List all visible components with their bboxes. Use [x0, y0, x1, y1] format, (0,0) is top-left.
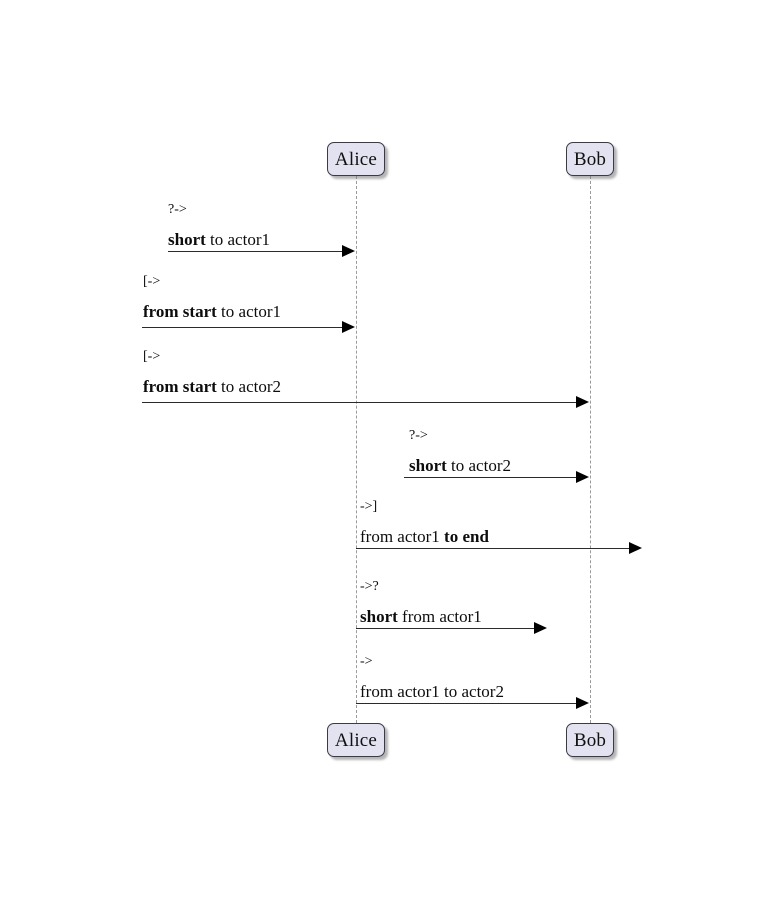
message-arrow-head	[342, 245, 355, 257]
participant-actor2-top[interactable]: Bob	[566, 142, 614, 176]
message-arrow-head	[576, 697, 589, 709]
participant-actor2-bottom[interactable]: Bob	[566, 723, 614, 757]
participant-label: Bob	[573, 148, 607, 170]
message-text-bold: short	[409, 456, 447, 475]
message-text-plain: to actor2	[216, 377, 281, 396]
message-text-plain: to actor1	[205, 230, 270, 249]
message-arrow-head	[576, 396, 589, 408]
message-kind-label: ->?	[360, 579, 379, 594]
message-kind-label: [->	[143, 274, 161, 289]
message-text-plain: to actor2	[446, 456, 511, 475]
message-text-plain: to actor1	[216, 302, 281, 321]
message-kind-label: ->	[360, 654, 373, 669]
message-text: short to actor1	[168, 231, 270, 248]
message-arrow-line	[356, 548, 630, 549]
message-arrow-line	[356, 628, 535, 629]
message-text-plain: from actor1 to actor2	[360, 682, 504, 701]
lifeline-actor1	[356, 176, 357, 723]
message-arrow-head	[576, 471, 589, 483]
message-text-bold: to end	[444, 527, 489, 546]
message-arrow-head	[534, 622, 547, 634]
message-arrow-line	[168, 251, 343, 252]
participant-actor1-bottom[interactable]: Alice	[327, 723, 385, 757]
participant-label: Bob	[573, 729, 607, 751]
message-text: from start to actor1	[143, 303, 281, 320]
message-arrow-line	[142, 402, 577, 403]
lifeline-actor2	[590, 176, 591, 723]
participant-label: Alice	[334, 729, 378, 751]
message-arrow-line	[142, 327, 343, 328]
participant-actor1-top[interactable]: Alice	[327, 142, 385, 176]
message-text-bold: short	[168, 230, 206, 249]
message-text-bold: from start	[143, 377, 217, 396]
message-text: from actor1 to actor2	[360, 683, 504, 700]
message-text: from start to actor2	[143, 378, 281, 395]
message-text: from actor1 to end	[360, 528, 489, 545]
participant-label: Alice	[334, 148, 378, 170]
message-kind-label: ->]	[360, 499, 378, 514]
message-kind-label: ?->	[409, 428, 428, 443]
message-kind-label: [->	[143, 349, 161, 364]
message-text: short to actor2	[409, 457, 511, 474]
message-text: short from actor1	[360, 608, 482, 625]
message-text-plain: from actor1	[397, 607, 482, 626]
message-arrow-head	[629, 542, 642, 554]
message-kind-label: ?->	[168, 202, 187, 217]
message-text-plain: from actor1	[360, 527, 445, 546]
message-text-bold: from start	[143, 302, 217, 321]
message-arrow-head	[342, 321, 355, 333]
message-arrow-line	[404, 477, 577, 478]
message-text-bold: short	[360, 607, 398, 626]
message-arrow-line	[356, 703, 577, 704]
